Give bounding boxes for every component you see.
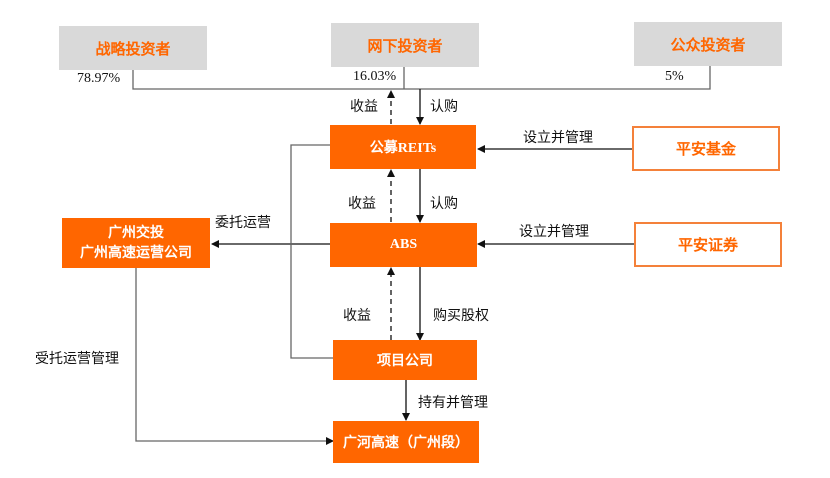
reits-pc-bracket xyxy=(290,144,333,359)
fund-manager-label: 平安基金 xyxy=(675,140,736,158)
edge-label-subscribe-top: 认购 xyxy=(430,99,458,115)
abs-box[interactable]: ABS xyxy=(330,223,477,267)
project-company-label: 项目公司 xyxy=(377,353,433,369)
edge-label-securities-setup: 设立并管理 xyxy=(519,224,589,240)
operator-asset-line xyxy=(135,268,334,445)
edge-label-return-mid: 收益 xyxy=(348,196,376,212)
operator-label-line1: 广州交投 xyxy=(108,225,164,241)
abs-manager-box[interactable]: 平安证券 xyxy=(634,222,782,267)
edge-label-buy-equity: 购买股权 xyxy=(433,308,489,324)
operator-box[interactable]: 广州交投 广州高速运营公司 xyxy=(62,218,210,268)
edge-label-hold-manage: 持有并管理 xyxy=(418,395,488,411)
edge-label-fund-setup: 设立并管理 xyxy=(523,130,593,146)
abs-label: ABS xyxy=(389,237,418,252)
edge-label-entrust: 委托运营 xyxy=(215,215,271,231)
edge-label-return-top: 收益 xyxy=(350,99,378,115)
strategic-share: 78.97% xyxy=(77,71,121,86)
asset-label: 广河高速（广州段） xyxy=(343,435,469,451)
offline-share: 16.03% xyxy=(353,69,397,84)
operator-label-line2: 广州高速运营公司 xyxy=(80,245,192,261)
abs-manager-label: 平安证券 xyxy=(677,236,738,254)
offline-investor-label: 网下投资者 xyxy=(367,36,443,55)
edge-label-subscribe-mid: 认购 xyxy=(430,196,458,212)
investor-bus xyxy=(132,66,711,90)
edge-label-return-bottom: 收益 xyxy=(343,308,371,324)
offline-investor-box[interactable]: 网下投资者 xyxy=(331,23,479,67)
strategic-investor-box[interactable]: 战略投资者 xyxy=(59,26,207,70)
edge-label-operator: 受托运营管理 xyxy=(35,351,119,367)
public-share: 5% xyxy=(665,69,684,84)
public-investor-box[interactable]: 公众投资者 xyxy=(634,22,782,66)
fund-manager-box[interactable]: 平安基金 xyxy=(632,126,780,171)
strategic-investor-label: 战略投资者 xyxy=(95,39,171,58)
reits-box[interactable]: 公募REITs xyxy=(330,125,476,169)
asset-box[interactable]: 广河高速（广州段） xyxy=(333,421,479,463)
project-company-box[interactable]: 项目公司 xyxy=(333,340,477,380)
reits-label: 公募REITs xyxy=(369,141,437,156)
public-investor-label: 公众投资者 xyxy=(670,35,746,54)
